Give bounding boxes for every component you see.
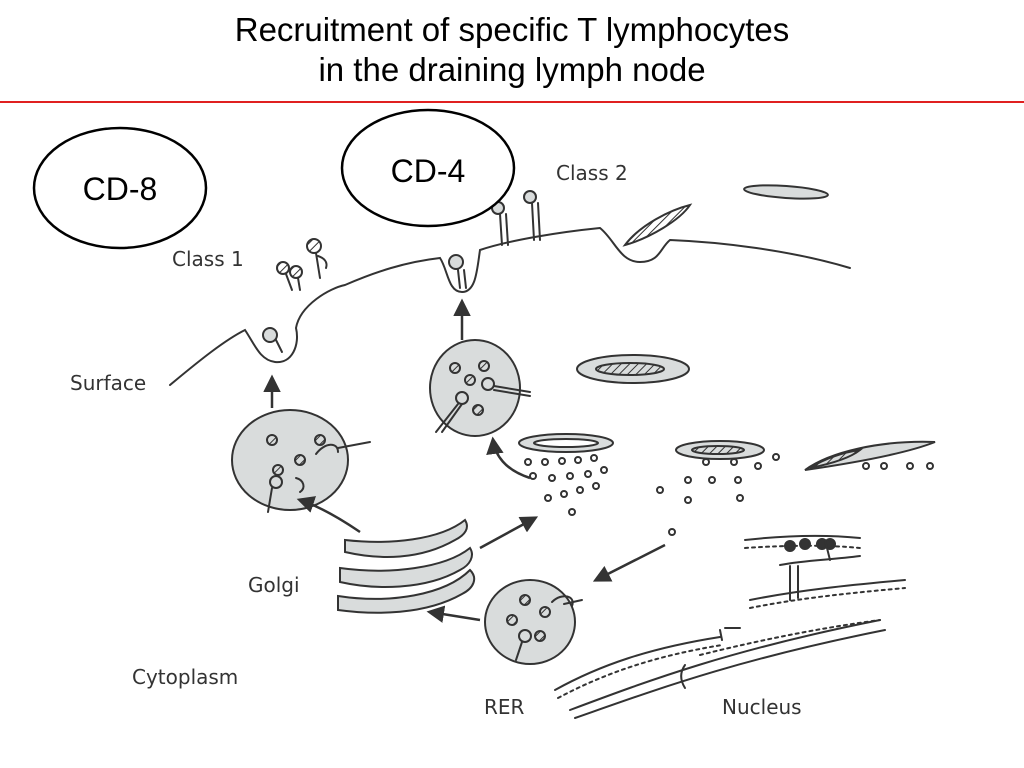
label-cytoplasm: Cytoplasm — [132, 665, 238, 689]
label-nucleus: Nucleus — [722, 695, 802, 719]
cd4-bubble — [340, 108, 516, 228]
golgi-cisterna-1 — [344, 518, 468, 558]
title-line-1: Recruitment of specific T lymphocytes — [234, 11, 790, 48]
endosome-top — [743, 184, 829, 200]
title-divider — [0, 101, 1024, 103]
label-class1: Class 1 — [172, 247, 244, 271]
arrow-vesicles-to-rer-vesicle — [592, 543, 666, 582]
arrow-golgi-to-class1 — [296, 496, 361, 534]
rough-er — [554, 534, 906, 719]
vesicle-class1 — [231, 409, 349, 511]
transport-vesicles — [524, 453, 934, 536]
label-class2: Class 2 — [556, 161, 628, 185]
golgi-cisterna-2 — [339, 546, 473, 588]
cd4-label: CD-4 — [391, 153, 466, 189]
cd8-bubble — [32, 126, 208, 250]
label-golgi: Golgi — [248, 573, 300, 597]
arrow-rer-vesicle-to-golgi — [426, 605, 481, 623]
class1-receptors — [262, 238, 328, 353]
vesicle-rer — [484, 579, 576, 665]
title-line-2: in the draining lymph node — [318, 51, 706, 88]
endosome-hatched-top — [622, 203, 693, 247]
arrow-vesicles-to-class2 — [486, 436, 531, 480]
cell-membrane — [169, 226, 851, 386]
cd8-label: CD-8 — [83, 171, 158, 207]
label-rer: RER — [484, 695, 525, 719]
arrow-golgi-to-vesicles — [479, 516, 539, 550]
golgi-cisterna-3 — [337, 568, 476, 614]
label-surface: Surface — [70, 371, 146, 395]
slide-title: Recruitment of specific T lymphocytes in… — [0, 10, 1024, 90]
